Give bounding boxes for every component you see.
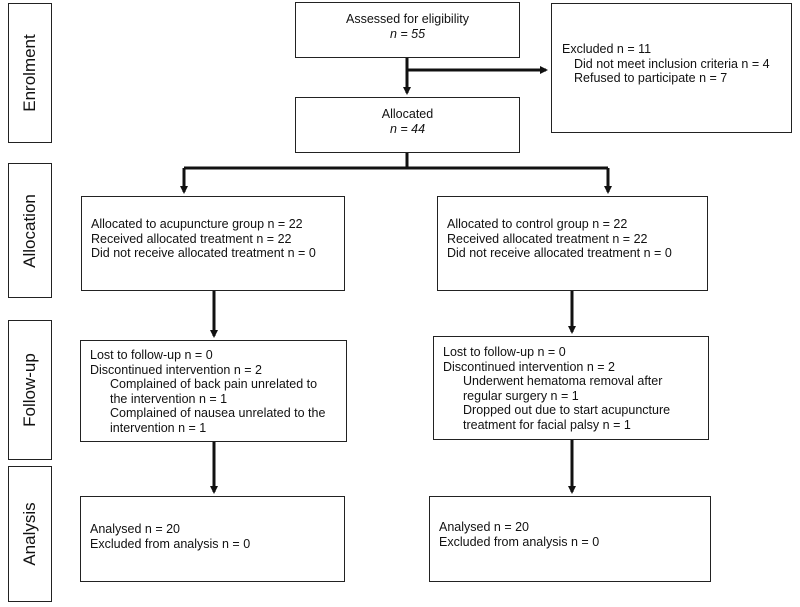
assessed-label: Assessed for eligibility [346,12,469,26]
acupuncture-allocated: Allocated to acupuncture group n = 22 [91,217,303,231]
stage-analysis-label: Analysis [20,502,39,566]
allocated-n: n = 44 [389,121,426,136]
control-excluded-analysis: Excluded from analysis n = 0 [439,534,600,549]
control-not-received: Did not receive allocated treatment n = … [447,246,672,260]
control-analysed: Analysed n = 20 [439,520,529,534]
control-lost: Lost to follow-up n = 0 [443,345,566,359]
control-reason-1a: Underwent hematoma removal after [463,374,663,388]
acupuncture-reason-1b: the intervention n = 1 [110,391,228,406]
acupuncture-reason-2b: intervention n = 1 [110,420,207,435]
control-analysis-box: Analysed n = 20 Excluded from analysis n… [429,496,711,582]
excluded-box: Excluded n = 11 Did not meet inclusion c… [551,3,792,133]
acupuncture-analysed: Analysed n = 20 [90,522,180,536]
stage-allocation: Allocation [8,163,52,298]
acupuncture-reason-2a: Complained of nausea unrelated to the [110,406,326,420]
acupuncture-allocation-box: Allocated to acupuncture group n = 22 Re… [81,196,345,291]
excluded-item-2: Refused to participate n = 7 [574,71,728,85]
assessed-box: Assessed for eligibility n = 55 [295,2,520,58]
acupuncture-analysis-box: Analysed n = 20 Excluded from analysis n… [80,496,345,582]
acupuncture-lost: Lost to follow-up n = 0 [90,348,213,362]
allocated-box: Allocated n = 44 [295,97,520,153]
stage-follow-up: Follow-up [8,320,52,460]
excluded-item-1: Did not meet inclusion criteria n = 4 [574,56,770,71]
control-reason-2a: Dropped out due to start acupuncture [463,403,671,417]
assessed-n: n = 55 [389,26,426,41]
control-discontinued: Discontinued intervention n = 2 [443,359,615,374]
stage-enrolment-label: Enrolment [20,34,39,112]
stage-allocation-label: Allocation [20,193,39,268]
control-followup-box: Lost to follow-up n = 0 Discontinued int… [433,336,709,440]
control-allocation-box: Allocated to control group n = 22 Receiv… [437,196,708,291]
control-reason-1b: regular surgery n = 1 [463,388,579,403]
control-reason-2b: treatment for facial palsy n = 1 [463,417,631,432]
acupuncture-followup-box: Lost to follow-up n = 0 Discontinued int… [80,340,347,442]
acupuncture-reason-1a: Complained of back pain unrelated to [110,377,318,391]
acupuncture-not-received: Did not receive allocated treatment n = … [91,246,316,260]
control-received: Received allocated treatment n = 22 [447,231,648,246]
acupuncture-discontinued: Discontinued intervention n = 2 [90,362,262,377]
stage-follow-up-label: Follow-up [20,353,39,427]
excluded-label: Excluded n = 11 [562,42,652,56]
acupuncture-received: Received allocated treatment n = 22 [91,231,292,246]
acupuncture-excluded-analysis: Excluded from analysis n = 0 [90,536,251,551]
stage-analysis: Analysis [8,466,52,602]
allocated-label: Allocated [381,107,434,121]
control-allocated: Allocated to control group n = 22 [447,217,628,231]
stage-enrolment: Enrolment [8,3,52,143]
